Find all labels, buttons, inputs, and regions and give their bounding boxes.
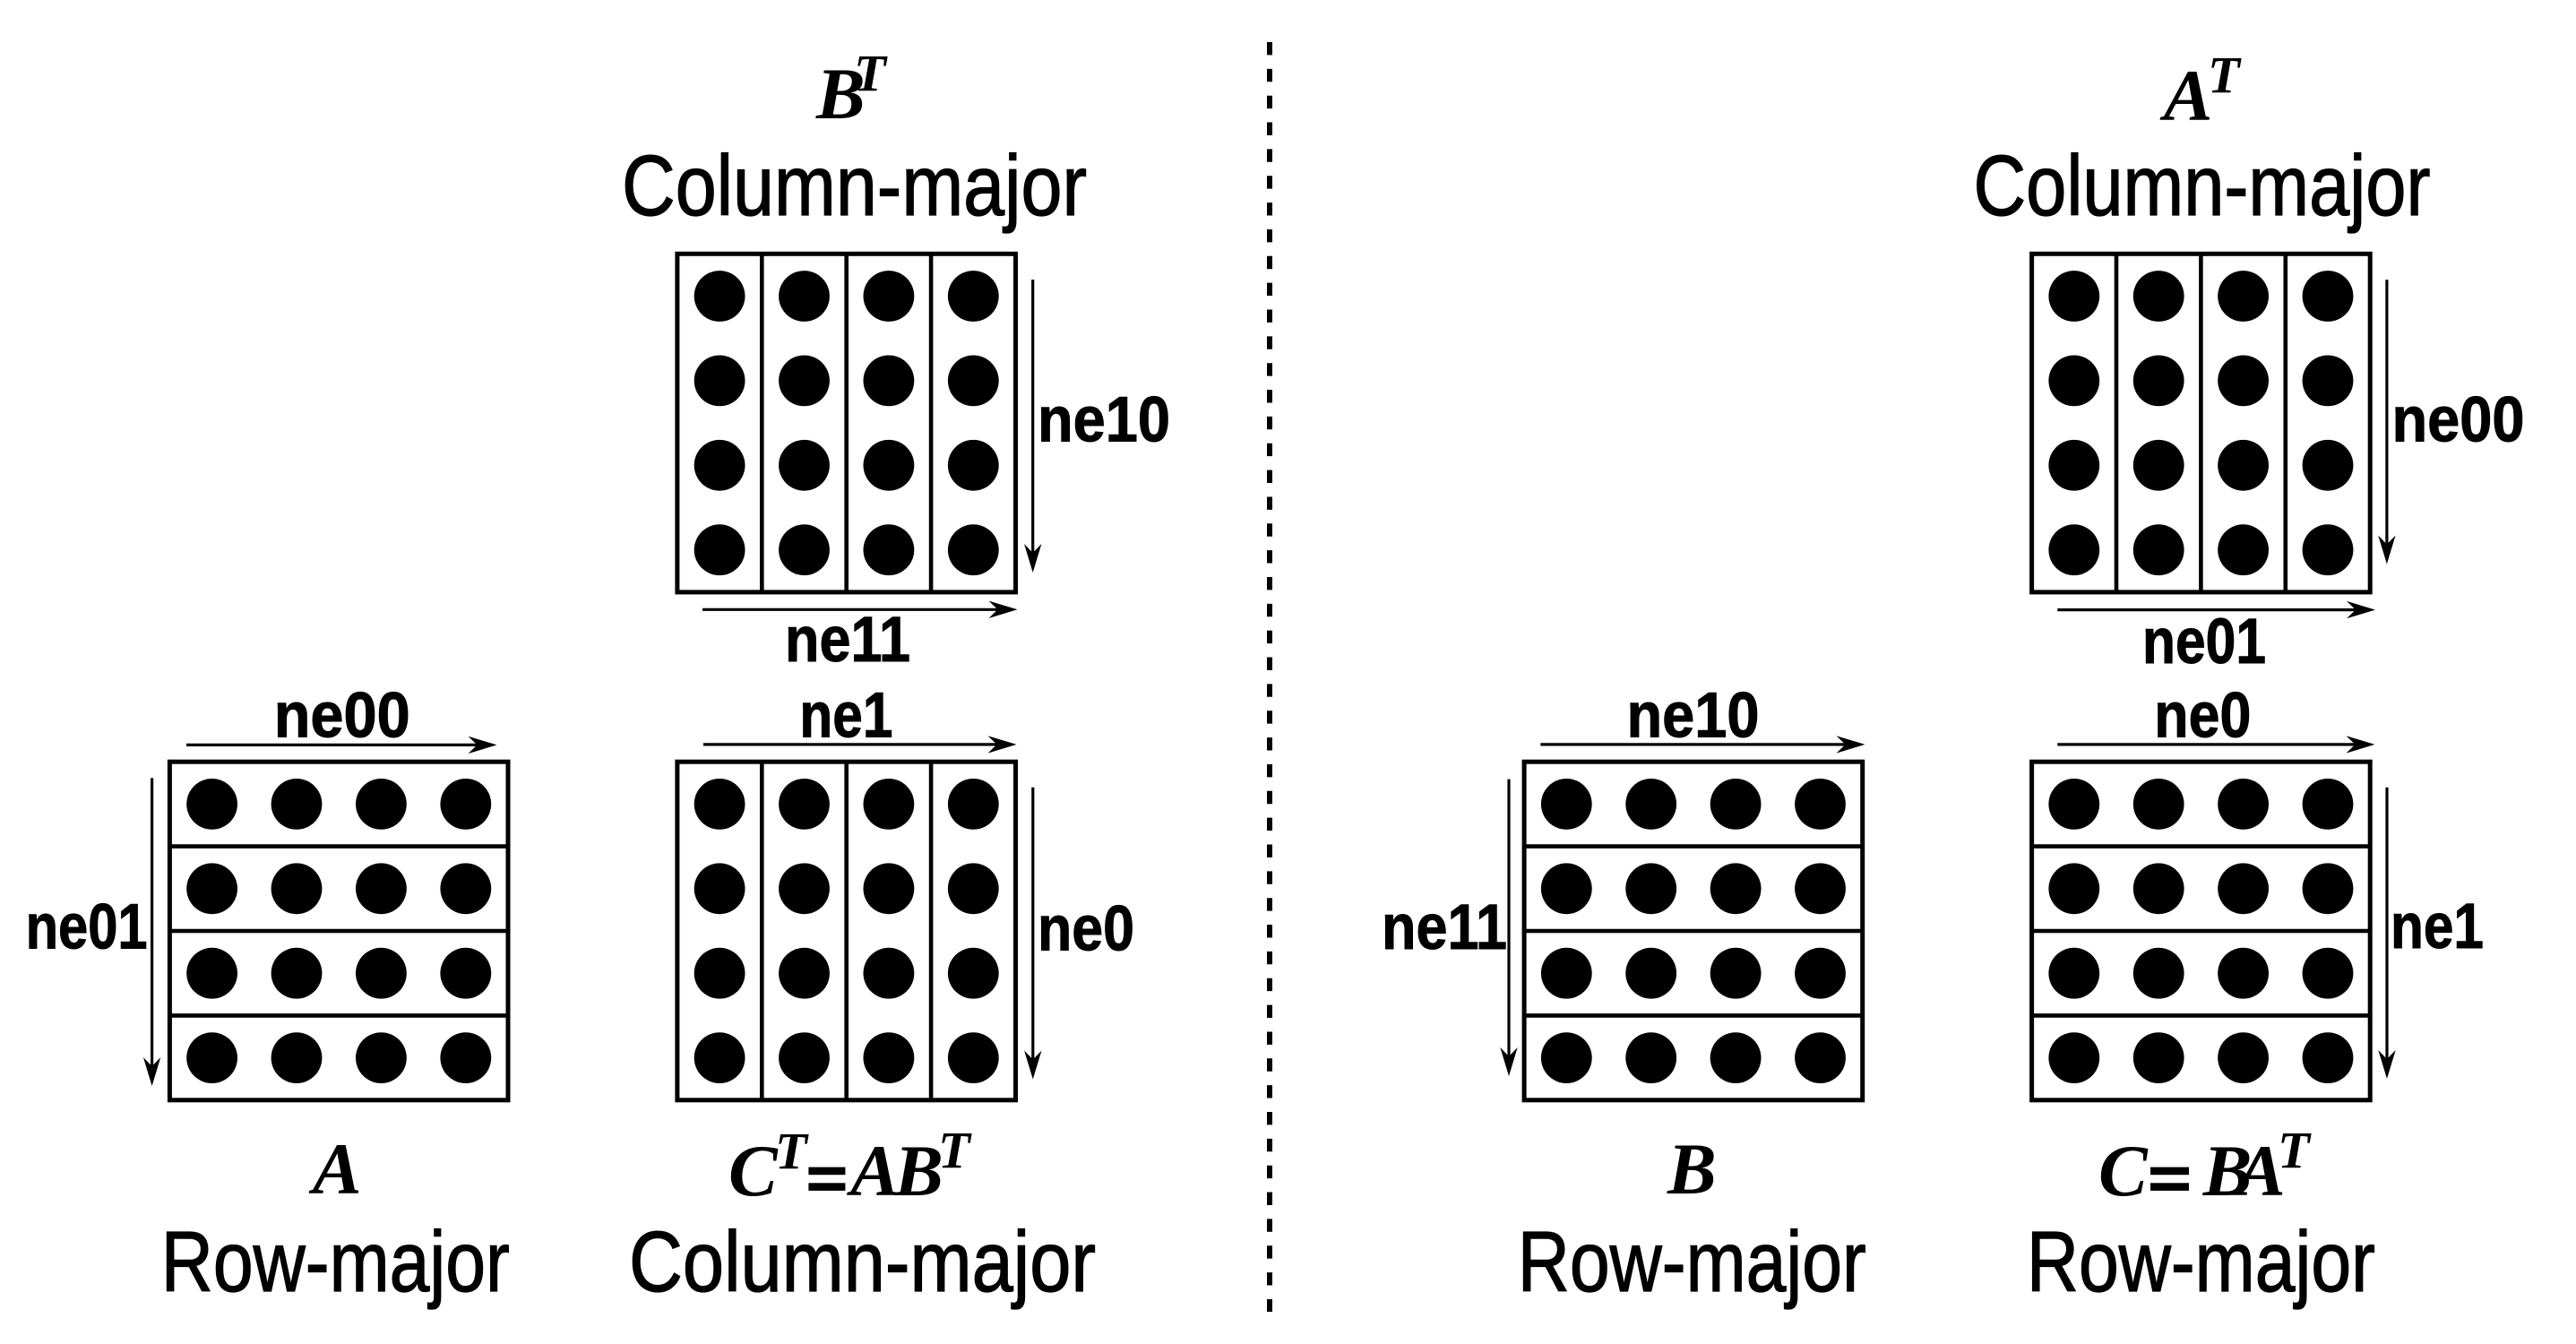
svg-text:ne11: ne11 bbox=[1382, 892, 1507, 963]
svg-text:T: T bbox=[854, 44, 888, 102]
svg-text:ne10: ne10 bbox=[1627, 681, 1760, 752]
svg-text:ne00: ne00 bbox=[274, 681, 410, 752]
svg-text:ne10: ne10 bbox=[1038, 385, 1170, 456]
svg-text:Row-major: Row-major bbox=[2027, 1214, 2375, 1310]
svg-text:Row-major: Row-major bbox=[161, 1214, 510, 1310]
svg-text:B: B bbox=[893, 1130, 943, 1211]
svg-text:A: A bbox=[846, 1130, 900, 1211]
svg-text:C: C bbox=[728, 1130, 779, 1211]
svg-text:Column-major: Column-major bbox=[629, 1214, 1096, 1310]
svg-text:A: A bbox=[2159, 55, 2213, 136]
svg-text:Column-major: Column-major bbox=[622, 138, 1087, 234]
svg-text:B: B bbox=[1667, 1128, 1717, 1210]
svg-text:T: T bbox=[2278, 1121, 2312, 1179]
svg-text:B: B bbox=[815, 53, 866, 134]
svg-text:ne0: ne0 bbox=[1038, 894, 1134, 965]
svg-text:T: T bbox=[2208, 46, 2242, 104]
svg-text:Column-major: Column-major bbox=[1974, 138, 2431, 234]
svg-text:ne11: ne11 bbox=[785, 605, 910, 676]
svg-text:Row-major: Row-major bbox=[1518, 1214, 1866, 1310]
svg-text:ne1: ne1 bbox=[2391, 892, 2484, 962]
svg-text:T: T bbox=[938, 1121, 972, 1179]
svg-text:ne0: ne0 bbox=[2154, 681, 2251, 752]
svg-text:ne01: ne01 bbox=[2142, 607, 2266, 677]
svg-text:B: B bbox=[2202, 1130, 2253, 1211]
svg-text:ne01: ne01 bbox=[26, 892, 148, 962]
svg-text:ne00: ne00 bbox=[2392, 385, 2525, 456]
svg-text:C: C bbox=[2098, 1130, 2149, 1211]
svg-text:T: T bbox=[775, 1122, 809, 1180]
svg-text:A: A bbox=[308, 1128, 362, 1210]
svg-text:A: A bbox=[2232, 1130, 2286, 1211]
svg-text:ne1: ne1 bbox=[799, 681, 892, 752]
